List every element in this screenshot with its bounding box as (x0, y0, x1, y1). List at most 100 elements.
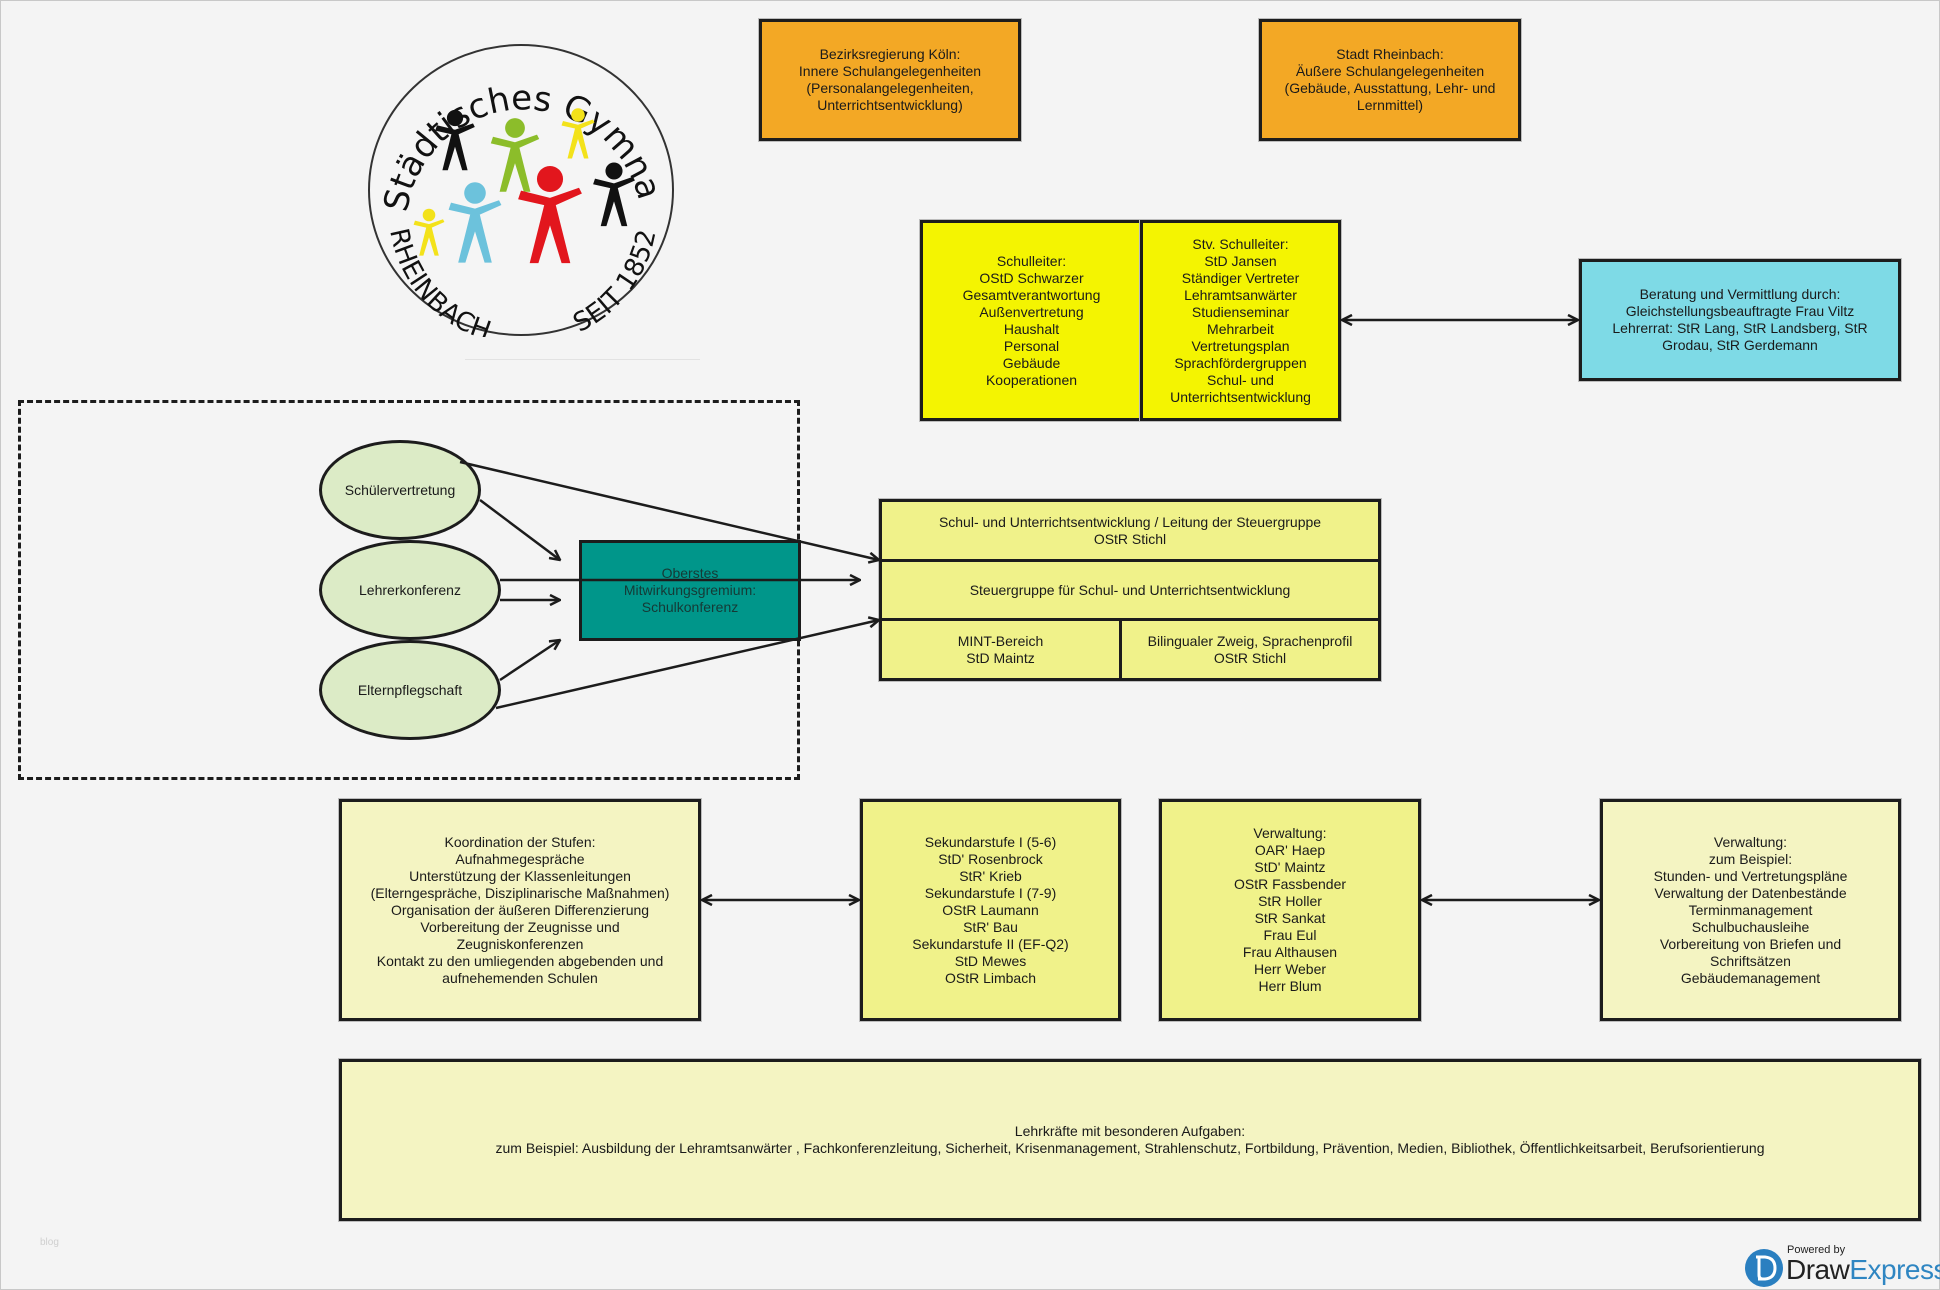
text-line: Stunden- und Vertretungspläne (1653, 867, 1848, 884)
text-line: Schul- und (1207, 371, 1274, 388)
text-line: Außenvertretung (979, 303, 1084, 320)
text-line: Terminmanagement (1688, 901, 1813, 918)
text-line: Lehramtsanwärter (1184, 286, 1297, 303)
text-line: Aufnahmegespräche (455, 850, 585, 867)
text-line: StR Holler (1258, 893, 1322, 909)
bezirksregierung-box: Bezirksregierung Köln:Innere Schulangele… (759, 19, 1021, 141)
text-line: OStD Schwarzer (979, 269, 1084, 286)
text-line: Verwaltung: (1713, 833, 1788, 850)
text-line: Lehrkräfte mit besonderen Aufgaben: (1014, 1123, 1246, 1139)
text-line: Organisation der äußeren Differenzierung (390, 901, 650, 918)
text-line: Schulbuchausleihe (1691, 918, 1810, 935)
text-line: Mitwirkungsgremium: (623, 582, 757, 598)
text-line: StD' Rosenbrock (938, 850, 1043, 867)
text-line: Vorbereitung von Briefen und (1659, 935, 1842, 952)
elternpflegschaft-ellipse: Elternpflegschaft (319, 640, 501, 740)
text-line: Personal (1003, 337, 1060, 354)
text-line: OStR Stichl (1093, 530, 1167, 547)
divider (882, 618, 1378, 621)
drawexpress-logo-icon (1745, 1249, 1783, 1287)
text-line: Mehrarbeit (1207, 320, 1274, 337)
text-line: Schulleiter: (996, 252, 1067, 269)
text-line: Stv. Schulleiter: (1192, 235, 1289, 252)
logo-figure (490, 118, 540, 192)
logo-figure (413, 208, 445, 256)
lehrkraefte-box: Lehrkräfte mit besonderen Aufgaben:zum B… (339, 1059, 1921, 1221)
text-line: Grodau, StR Gerdemann (1662, 337, 1818, 353)
text-line: Schulkonferenz (641, 599, 739, 615)
school-logo: Städtisches Gymnasium RHEINBACH SEIT 185… (367, 43, 674, 337)
text-line: Verwaltung der Datenbestände (1654, 884, 1847, 901)
logo-figure (593, 162, 635, 227)
text-line: Ständiger Vertreter (1181, 269, 1300, 286)
text-line: zum Beispiel: (1708, 850, 1793, 867)
text-line: OStR Stichl (1213, 649, 1287, 666)
text-line: OStR Fassbender (1233, 876, 1347, 892)
stadt-box: Stadt Rheinbach:Äußere Schulangelegenhei… (1259, 19, 1521, 141)
text-line: Studienseminar (1191, 303, 1290, 320)
text-line: (Elterngespräche, Disziplinarische Maßna… (370, 884, 670, 901)
text-line: Schul- und Unterrichtsentwicklung / Leit… (938, 513, 1322, 530)
text-line: Lehrerrat: StR Lang, StR Landsberg, StR (1612, 320, 1868, 336)
koordination-box: Koordination der Stufen:Aufnahmegespräch… (339, 799, 701, 1021)
brand-name: DrawExpress (1786, 1254, 1940, 1286)
text-line: Herr Weber (1253, 961, 1327, 977)
drawexpress-badge[interactable]: Powered by DrawExpress (1742, 1244, 1940, 1290)
text-line: aufnehemenden Schulen (442, 969, 598, 986)
text-line: Vorbereitung der Zeugnisse und (420, 918, 620, 935)
text-line: Bezirksregierung Köln: (819, 46, 961, 62)
beratung-box: Beratung und Vermittlung durch:Gleichste… (1579, 259, 1901, 381)
text-line: Gesamtverantwortung (962, 286, 1101, 303)
schuelervertretung-ellipse: Schülervertretung (319, 440, 481, 540)
brand-part2: Express (1849, 1254, 1940, 1285)
powered-by-label: Powered by (1787, 1244, 1846, 1256)
text-line: Kooperationen (985, 371, 1078, 388)
text-line: Unterstützung der Klassenleitungen (409, 867, 631, 884)
text-line: Zeugniskonferenzen (456, 935, 584, 952)
text-line: Lernmittel) (1356, 97, 1424, 113)
text-line: Verwaltung: (1253, 825, 1327, 841)
text-line: Beratung und Vermittlung durch: (1639, 286, 1841, 302)
text-line: Unterrichtsentwicklung) (817, 97, 963, 113)
text-line: StD Mewes (954, 952, 1027, 969)
text-line: StD' Maintz (1254, 859, 1326, 875)
text-line: Sekundarstufe I (5-6) (924, 833, 1057, 850)
watermark: blog (40, 1237, 59, 1248)
text-line: MINT-Bereich (957, 632, 1044, 649)
schuelervertretung-label: Schülervertretung (344, 482, 456, 498)
text-line: Äußere Schulangelegenheiten (1295, 63, 1485, 79)
brand-part1: Draw (1786, 1254, 1850, 1285)
divider (465, 359, 700, 360)
text-line: Sprachfördergruppen (1174, 354, 1307, 371)
text-line: Koordination der Stufen: (444, 833, 596, 850)
text-line: StD Jansen (1204, 252, 1277, 269)
text-line: Haushalt (1003, 320, 1060, 337)
text-line: Herr Blum (1258, 978, 1322, 994)
text-line: Gleichstellungsbeauftragte Frau Viltz (1625, 303, 1855, 319)
text-line: (Personalangelegenheiten, (806, 80, 974, 96)
divider (882, 559, 1378, 562)
logo-figure (435, 109, 475, 171)
text-line: Sekundarstufe I (7-9) (924, 884, 1057, 901)
lehrerkonferenz-ellipse: Lehrerkonferenz (319, 540, 501, 640)
text-line: StD Maintz (966, 649, 1035, 666)
text-line: Sekundarstufe II (EF-Q2) (912, 935, 1069, 952)
text-line: Gebäudemanagement (1680, 969, 1821, 986)
steuergruppe-cell: Steuergruppe für Schul- und Unterrichtse… (882, 562, 1378, 618)
text-line: Stadt Rheinbach: (1336, 46, 1444, 62)
text-line: Steuergruppe für Schul- und Unterrichtse… (969, 581, 1291, 598)
text-line: StR' Bau (963, 918, 1018, 935)
text-line: OStR Limbach (944, 969, 1037, 986)
text-line: Frau Eul (1263, 927, 1317, 943)
text-line: Bilingualer Zweig, Sprachenprofil (1147, 632, 1353, 649)
text-line: Innere Schulangelegenheiten (798, 63, 982, 79)
leitung-steuergruppe-cell: Schul- und Unterrichtsentwicklung / Leit… (882, 502, 1378, 559)
logo-figure (448, 182, 502, 263)
